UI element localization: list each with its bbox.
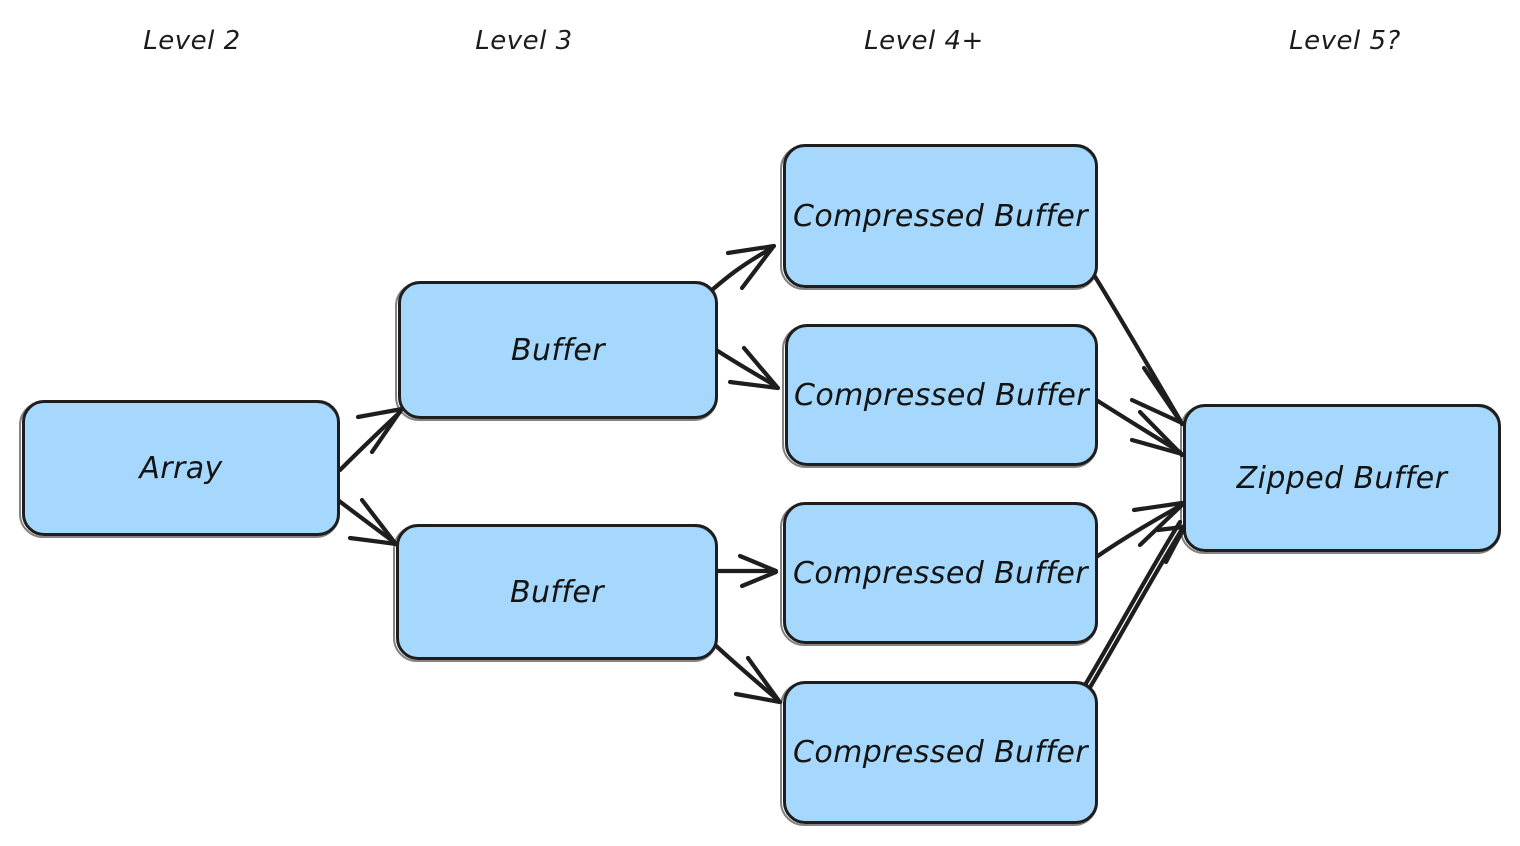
edge-cbuf1-to-zipped [1089, 269, 1185, 427]
column-header-level-4-plus: Level 4+ [864, 26, 984, 56]
node-buffer-top[interactable]: Buffer [395, 281, 718, 421]
node-array-label: Array [139, 450, 223, 486]
column-header-level-3: Level 3 [475, 26, 573, 56]
node-buffer-top-label: Buffer [511, 332, 605, 368]
node-zipped-buffer-label: Zipped Buffer [1236, 460, 1448, 496]
node-compressed-buffer-2-label: Compressed Buffer [794, 377, 1089, 413]
node-buffer-bottom[interactable]: Buffer [393, 524, 718, 662]
node-compressed-buffer-3-label: Compressed Buffer [793, 555, 1088, 591]
edge-buffer-top-to-cbuf1 [709, 243, 777, 293]
node-compressed-buffer-4[interactable]: Compressed Buffer [780, 681, 1098, 826]
node-buffer-bottom-label: Buffer [510, 574, 604, 610]
edge-array-to-buffer-top [337, 406, 405, 473]
node-compressed-buffer-4-label: Compressed Buffer [793, 735, 1088, 770]
node-zipped-buffer[interactable]: Zipped Buffer [1180, 404, 1501, 554]
edge-cbuf2-to-zipped [1087, 393, 1185, 458]
node-compressed-buffer-1-label: Compressed Buffer [793, 198, 1088, 234]
node-array[interactable]: Array [19, 400, 340, 538]
node-compressed-buffer-3[interactable]: Compressed Buffer [780, 502, 1098, 646]
edge-buffer-bottom-to-cbuf4 [707, 637, 783, 705]
node-compressed-buffer-2[interactable]: Compressed Buffer [782, 324, 1098, 468]
column-header-level-5: Level 5? [1289, 26, 1401, 56]
edge-buffer-bottom-to-cbuf3 [711, 553, 779, 589]
node-compressed-buffer-1[interactable]: Compressed Buffer [780, 144, 1098, 290]
column-header-level-2: Level 2 [143, 26, 241, 56]
edge-cbuf3-to-zipped [1089, 500, 1185, 563]
